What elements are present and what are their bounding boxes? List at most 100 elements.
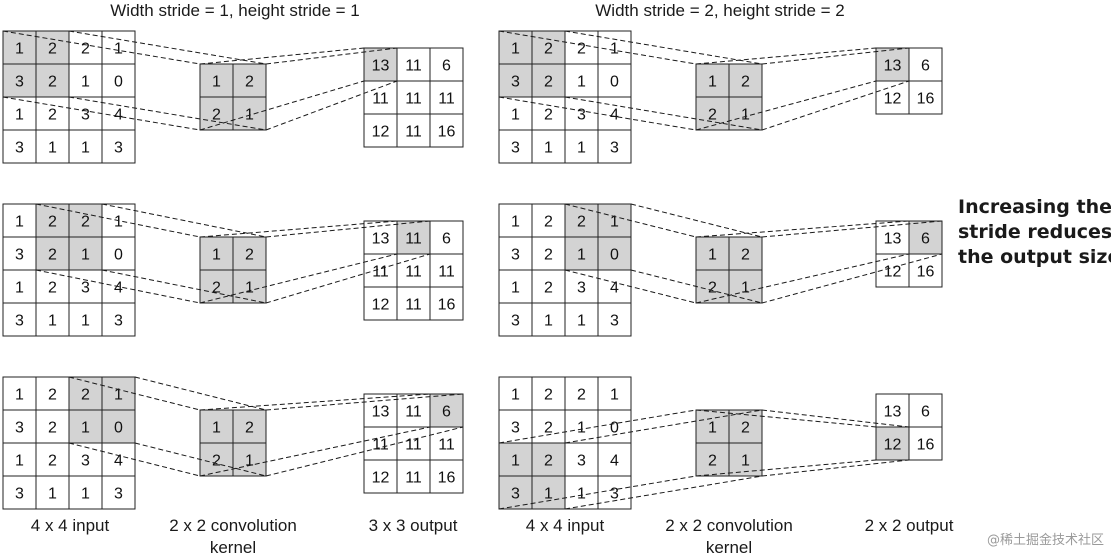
kernel-grid-cell [232, 409, 267, 444]
input-grid-value: 2 [577, 214, 586, 231]
input-grid-value: 1 [544, 313, 553, 330]
input-grid-value: 1 [577, 140, 586, 157]
output-grid-value: 11 [405, 470, 422, 487]
input-grid-value: 3 [15, 247, 24, 264]
input-grid-value: 3 [577, 107, 586, 124]
kernel-label-right-line2: kernel [706, 538, 752, 556]
output-grid-value: 6 [921, 58, 930, 75]
kernel-label-left-line2: kernel [210, 538, 256, 556]
input-label-right: 4 x 4 input [526, 516, 605, 535]
output-grid-value: 16 [917, 91, 935, 108]
output-label-right: 2 x 2 output [865, 516, 954, 535]
input-grid-value: 3 [577, 453, 586, 470]
input-grid-value: 4 [114, 453, 123, 470]
input-grid-value: 1 [81, 486, 90, 503]
input-grid-cell [564, 409, 599, 444]
input-grid-value: 0 [114, 247, 123, 264]
input-grid-cell [498, 96, 533, 131]
projection-line [498, 30, 697, 65]
input-grid-cell [564, 63, 599, 98]
input-grid-value: 2 [48, 74, 57, 91]
input-grid-value: 1 [114, 387, 123, 404]
input-grid-cell [101, 302, 136, 337]
input-grid-value: 4 [610, 453, 619, 470]
projection-line [564, 203, 697, 238]
input-grid-value: 2 [48, 420, 57, 437]
input-grid-value: 2 [544, 420, 553, 437]
output-grid-value: 11 [438, 91, 455, 108]
input-grid-value: 3 [81, 280, 90, 297]
input-grid-value: 1 [81, 420, 90, 437]
projection-line [35, 203, 201, 238]
input-grid-value: 2 [544, 247, 553, 264]
projection-line [2, 96, 201, 131]
output-grid-cell [396, 253, 431, 288]
kernel-grid-value: 1 [708, 74, 717, 91]
output-grid-value: 11 [405, 264, 422, 281]
output-grid-value: 12 [884, 264, 902, 281]
input-grid-value: 1 [15, 41, 24, 58]
input-grid-cell [68, 96, 103, 131]
input-grid-cell [2, 475, 37, 510]
projection-line [199, 47, 365, 65]
projection-line [695, 459, 877, 477]
right-title: Width stride = 2, height stride = 2 [595, 1, 844, 20]
input-grid-cell [68, 442, 103, 477]
input-grid-value: 3 [15, 313, 24, 330]
input-grid-cell [101, 96, 136, 131]
kernel-grid-value: 1 [741, 280, 750, 297]
input-grid-value: 3 [511, 420, 520, 437]
input-grid-value: 1 [114, 41, 123, 58]
output-grid-value: 11 [372, 264, 389, 281]
kernel-grid-value: 2 [741, 247, 750, 264]
input-grid-cell [531, 96, 566, 131]
projection-line [564, 269, 697, 304]
input-grid-value: 3 [511, 140, 520, 157]
output-grid-value: 6 [921, 404, 930, 421]
input-grid-value: 1 [577, 247, 586, 264]
input-grid-value: 3 [610, 313, 619, 330]
input-grid-value: 3 [511, 247, 520, 264]
input-grid-value: 2 [48, 453, 57, 470]
kernel-grid-cell [728, 96, 763, 131]
input-grid-value: 2 [48, 107, 57, 124]
input-grid-cell [68, 236, 103, 271]
output-grid-value: 6 [442, 231, 451, 248]
output-grid-cell [429, 286, 464, 321]
output-grid-value: 12 [372, 297, 390, 314]
input-grid-value: 4 [610, 280, 619, 297]
input-grid-cell [597, 236, 632, 271]
input-grid-cell [531, 442, 566, 477]
output-grid-value: 11 [372, 437, 389, 454]
projection-line [761, 409, 910, 428]
projection-line [199, 253, 398, 304]
projection-line [265, 253, 431, 304]
input-grid-cell [2, 129, 37, 164]
input-grid-value: 1 [48, 313, 57, 330]
kernel-grid-value: 2 [212, 453, 221, 470]
kernel-grid-cell [728, 63, 763, 98]
output-grid-cell [908, 253, 943, 288]
input-grid-value: 4 [114, 107, 123, 124]
input-grid-value: 3 [577, 280, 586, 297]
input-label-left: 4 x 4 input [31, 516, 110, 535]
output-grid-value: 13 [372, 231, 390, 248]
projection-line [101, 269, 267, 304]
input-grid-value: 3 [114, 313, 123, 330]
output-grid-cell [908, 393, 943, 428]
input-grid-cell [498, 129, 533, 164]
output-grid-cell [363, 113, 398, 148]
input-grid-cell [597, 129, 632, 164]
input-grid-cell [597, 376, 632, 411]
output-grid-value: 11 [438, 264, 455, 281]
input-grid-cell [35, 236, 70, 271]
output-grid-value: 13 [884, 58, 902, 75]
output-grid-value: 16 [438, 297, 456, 314]
kernel-grid-value: 1 [245, 280, 254, 297]
input-grid-cell [498, 63, 533, 98]
